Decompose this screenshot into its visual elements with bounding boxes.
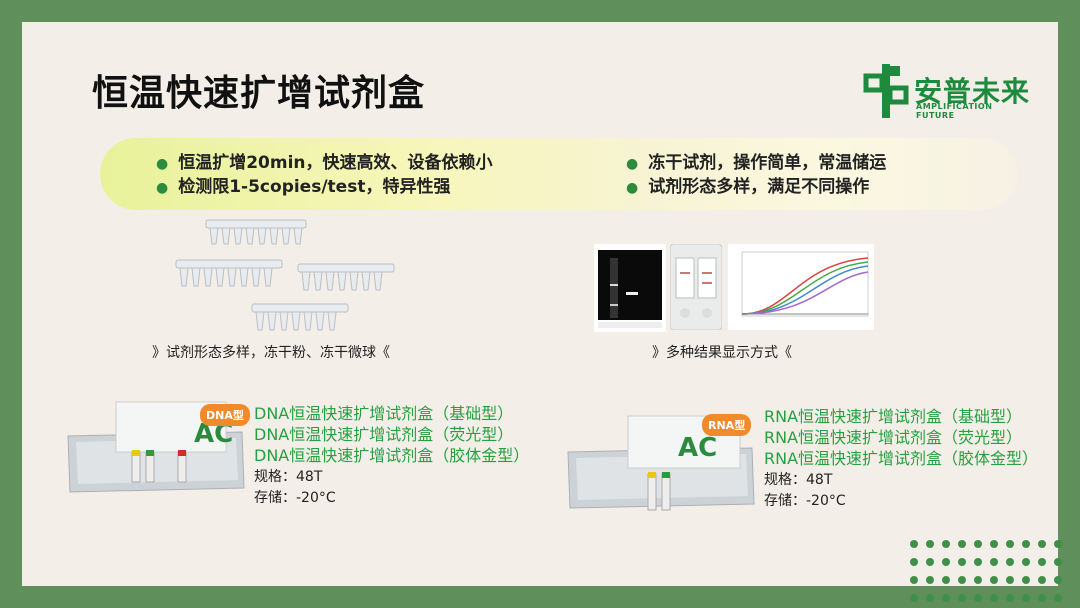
decor-dot [1054, 576, 1062, 584]
dna-kit-specs: 规格：48T 存储：-20°C [254, 467, 336, 509]
bullet-icon: ● [626, 156, 639, 172]
decor-dot [1006, 540, 1014, 548]
dna-kit-name: DNA恒温快速扩增试剂盒（胶体金型） [254, 446, 530, 465]
decor-dot [910, 540, 918, 548]
rna-kit-size: 规格：48T [764, 472, 833, 488]
decor-dot [910, 576, 918, 584]
decor-dot [958, 576, 966, 584]
dna-kit-storage: 存储：-20°C [254, 490, 336, 506]
decor-dot [974, 558, 982, 566]
page-title: 恒温快速扩增试剂盒 [92, 73, 426, 114]
dna-badge: DNA型 [200, 404, 250, 426]
logo-mark-icon [863, 64, 909, 118]
dna-kit-names: DNA恒温快速扩增试剂盒（基础型） DNA恒温快速扩增试剂盒（荧光型） DNA恒… [254, 403, 529, 466]
bullet-icon: ● [626, 180, 639, 196]
brand-logo: 安普未来 AMPLIFICATION FUTURE [862, 62, 1032, 122]
decor-dot [1022, 540, 1030, 548]
rna-kit-storage: 存储：-20°C [764, 493, 846, 509]
feature-text: 试剂形态多样，满足不同操作 [648, 177, 870, 197]
decor-dot [1022, 558, 1030, 566]
dot-grid-decoration [910, 540, 1080, 608]
decor-dot [1054, 594, 1062, 602]
dna-kit-name: DNA恒温快速扩增试剂盒（荧光型） [254, 425, 514, 444]
svg-text:AC: AC [678, 433, 717, 463]
decor-dot [958, 540, 966, 548]
rna-kit-name: RNA恒温快速扩增试剂盒（基础型） [764, 407, 1023, 426]
decor-dot [942, 540, 950, 548]
decor-dot [974, 540, 982, 548]
lateral-flow-strip-image [670, 244, 722, 330]
decor-dot [1038, 558, 1046, 566]
decor-dot [1006, 558, 1014, 566]
bullet-icon: ● [156, 180, 169, 196]
decor-dot [942, 558, 950, 566]
decor-dot [1038, 594, 1046, 602]
decor-dot [974, 576, 982, 584]
logo-text-cn: 安普未来 [914, 75, 1031, 108]
rna-kit-name: RNA恒温快速扩增试剂盒（胶体金型） [764, 449, 1039, 468]
feature-item: ● 试剂形态多样，满足不同操作 [626, 172, 869, 197]
decor-dot [910, 594, 918, 602]
decor-dot [1038, 540, 1046, 548]
decor-dot [958, 594, 966, 602]
decor-dot [926, 540, 934, 548]
decor-dot [926, 594, 934, 602]
feature-text: 恒温扩增20min，快速高效、设备依赖小 [178, 153, 493, 173]
results-caption: 》多种结果显示方式《 [652, 345, 792, 361]
amplification-curve-image [728, 244, 874, 330]
rna-kit-specs: 规格：48T 存储：-20°C [764, 470, 846, 512]
decor-dot [1054, 540, 1062, 548]
rna-kit-names: RNA恒温快速扩增试剂盒（基础型） RNA恒温快速扩增试剂盒（荧光型） RNA恒… [764, 406, 1038, 469]
features-band: ● 恒温扩增20min，快速高效、设备依赖小 ● 检测限1-5copies/test… [100, 138, 1018, 210]
decor-dot [942, 594, 950, 602]
tube-strips-image [175, 219, 395, 331]
decor-dot [1022, 576, 1030, 584]
feature-item: ● 恒温扩增20min，快速高效、设备依赖小 [156, 148, 493, 173]
decor-dot [910, 558, 918, 566]
decor-dot [990, 594, 998, 602]
dna-kit-size: 规格：48T [254, 469, 323, 485]
forms-caption: 》试剂形态多样，冻干粉、冻干微球《 [152, 345, 390, 361]
decor-dot [990, 558, 998, 566]
decor-dot [926, 558, 934, 566]
decor-dot [1038, 576, 1046, 584]
decor-dot [958, 558, 966, 566]
decor-dot [974, 594, 982, 602]
rna-kit-image: AC [567, 415, 755, 511]
gel-electrophoresis-image [594, 244, 666, 332]
decor-dot [942, 576, 950, 584]
feature-item: ● 检测限1-5copies/test，特异性强 [156, 172, 450, 197]
decor-dot [990, 540, 998, 548]
bullet-icon: ● [156, 156, 169, 172]
logo-text-en: AMPLIFICATION FUTURE [916, 102, 993, 120]
decor-dot [1054, 558, 1062, 566]
rna-badge: RNA型 [702, 414, 752, 436]
feature-text: 冻干试剂，操作简单，常温储运 [648, 153, 887, 173]
feature-text: 检测限1-5copies/test，特异性强 [178, 177, 451, 197]
feature-item: ● 冻干试剂，操作简单，常温储运 [626, 148, 886, 173]
rna-kit-name: RNA恒温快速扩增试剂盒（荧光型） [764, 428, 1023, 447]
decor-dot [990, 576, 998, 584]
decor-dot [1022, 594, 1030, 602]
dna-kit-name: DNA恒温快速扩增试剂盒（基础型） [254, 404, 514, 423]
decor-dot [926, 576, 934, 584]
decor-dot [1006, 594, 1014, 602]
decor-dot [1006, 576, 1014, 584]
